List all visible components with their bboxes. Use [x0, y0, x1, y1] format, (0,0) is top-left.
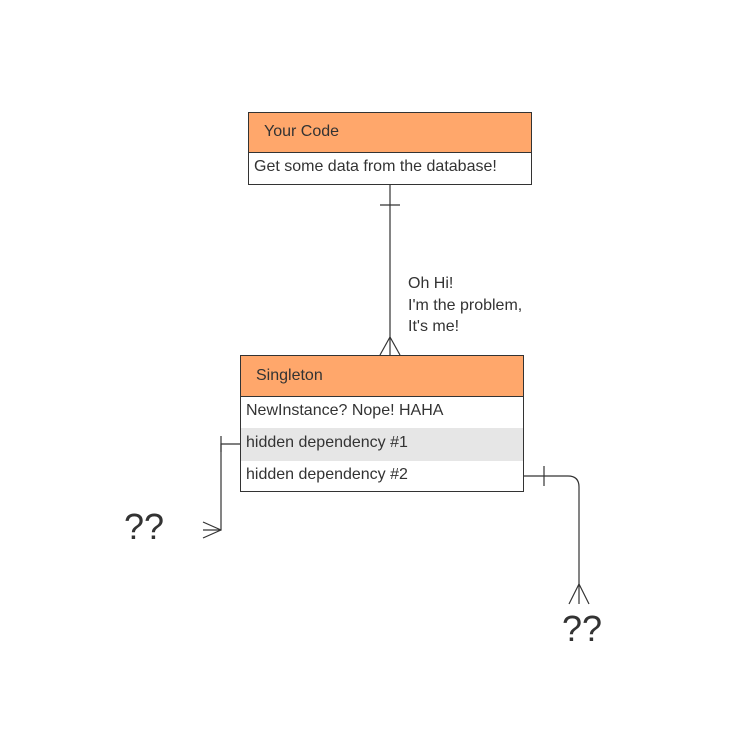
crowfoot-right [389, 336, 401, 356]
connector-dependency-2 [524, 466, 590, 605]
note-line-2: I'm the problem, [408, 296, 523, 314]
unknown-left-label: ?? [124, 506, 165, 547]
singleton-entity[interactable]: Singleton NewInstance? Nope! HAHA hidden… [240, 355, 524, 492]
crowfoot-right [578, 583, 590, 605]
connector-dependency-1 [202, 436, 240, 539]
crowfoot-left [568, 583, 580, 605]
crowfoot-top [202, 521, 222, 531]
unknown-right-label: ?? [562, 608, 603, 649]
note-line-1: Oh Hi! [408, 275, 454, 292]
crowfoot-left [379, 336, 391, 356]
singleton-row-dependency-1: hidden dependency #1 [241, 429, 523, 461]
speech-note: Oh Hi! I'm the problem, It's me! [408, 273, 522, 338]
singleton-row-new-instance: NewInstance? Nope! HAHA [241, 397, 523, 429]
crowfoot-bottom [202, 529, 222, 539]
your-code-row-1: Get some data from the database! [254, 158, 497, 175]
connector-yourcode-singleton [379, 185, 401, 356]
singleton-title: Singleton [241, 356, 523, 397]
note-line-3: It's me! [408, 318, 460, 335]
your-code-title: Your Code [249, 113, 531, 153]
singleton-row-dependency-2: hidden dependency #2 [246, 466, 408, 483]
your-code-entity[interactable]: Your Code Get some data from the databas… [248, 112, 532, 185]
